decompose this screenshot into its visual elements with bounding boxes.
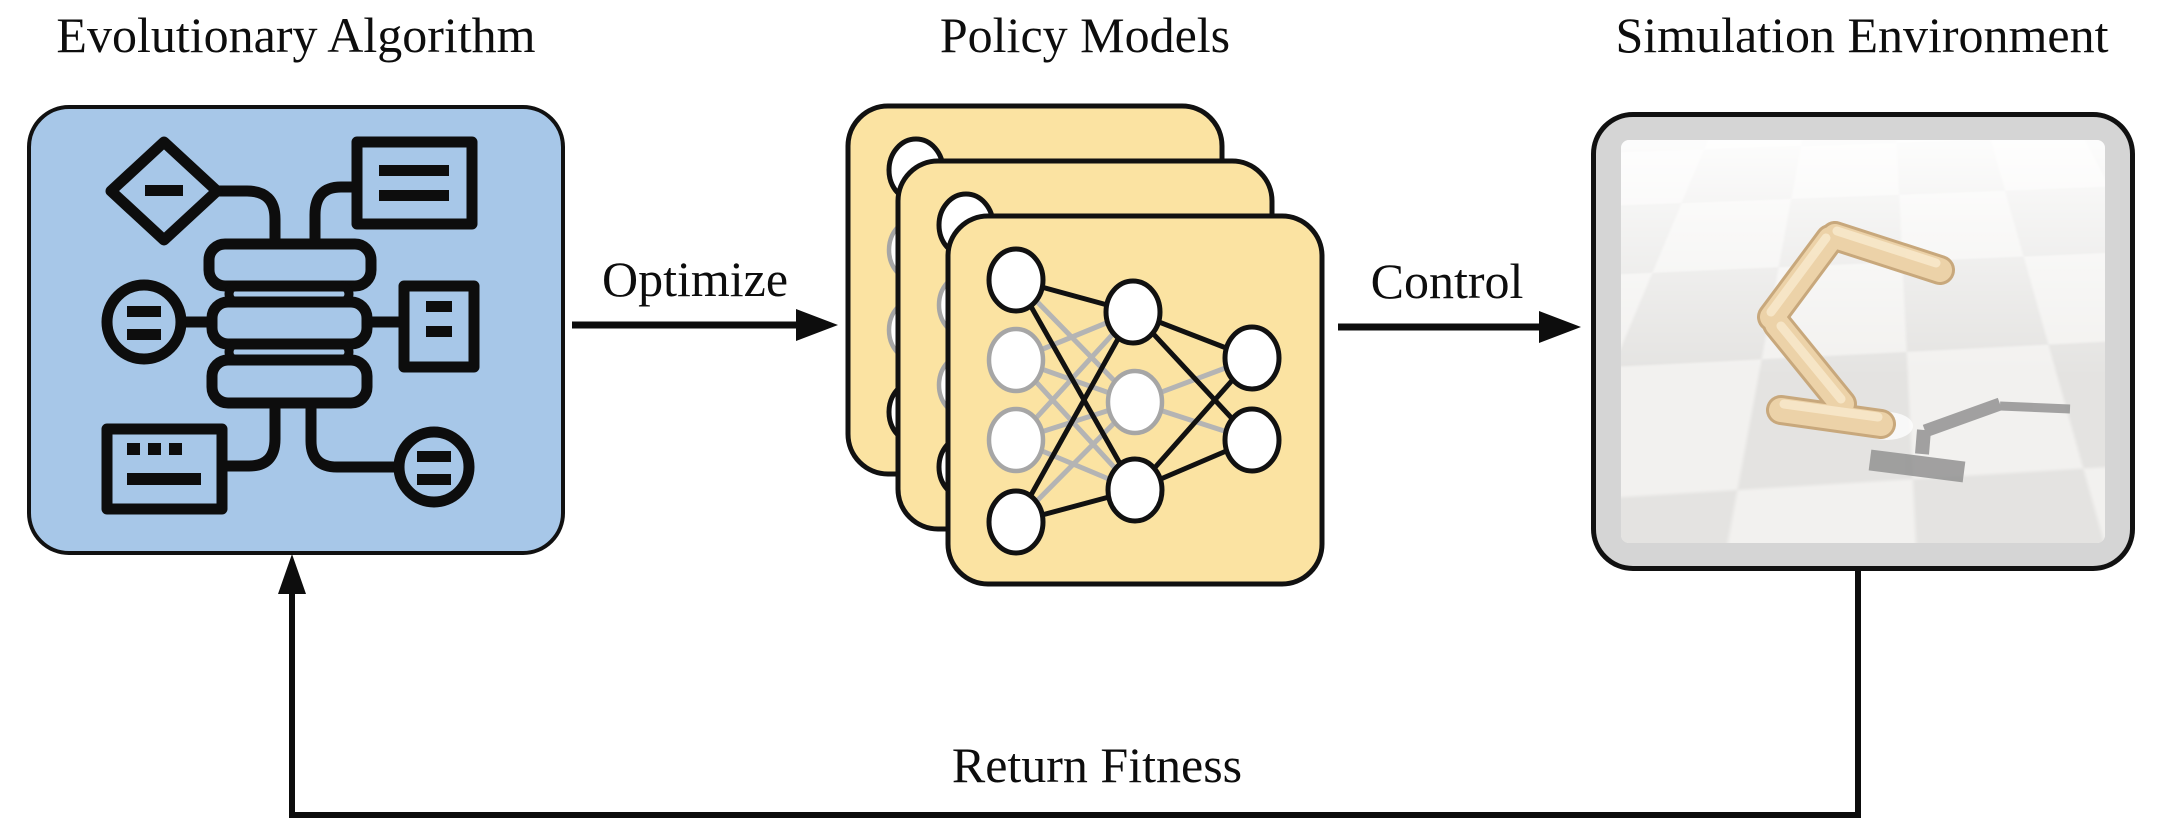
return-fitness-arrow [278,554,1861,818]
optimize-arrow [572,309,838,341]
evolutionary-algorithm-box [27,105,565,555]
simulation-environment-box [1591,112,2135,571]
control-label: Control [1370,253,1524,309]
haze-overlay [1621,140,2105,543]
evolutionary-algorithm-title: Evolutionary Algorithm [56,7,536,63]
simulation-render [1621,140,2105,543]
return-fitness-label: Return Fitness [951,737,1243,793]
flowchart-icon [101,136,480,515]
robot-shadow [1868,397,2071,483]
robot-figure [1757,221,2071,483]
optimize-label: Optimize [601,251,789,307]
flowchart-icon-marks [127,165,452,485]
simulation-environment-title: Simulation Environment [1615,7,2109,63]
control-arrow [1338,311,1581,343]
policy-models-title: Policy Models [939,7,1231,63]
